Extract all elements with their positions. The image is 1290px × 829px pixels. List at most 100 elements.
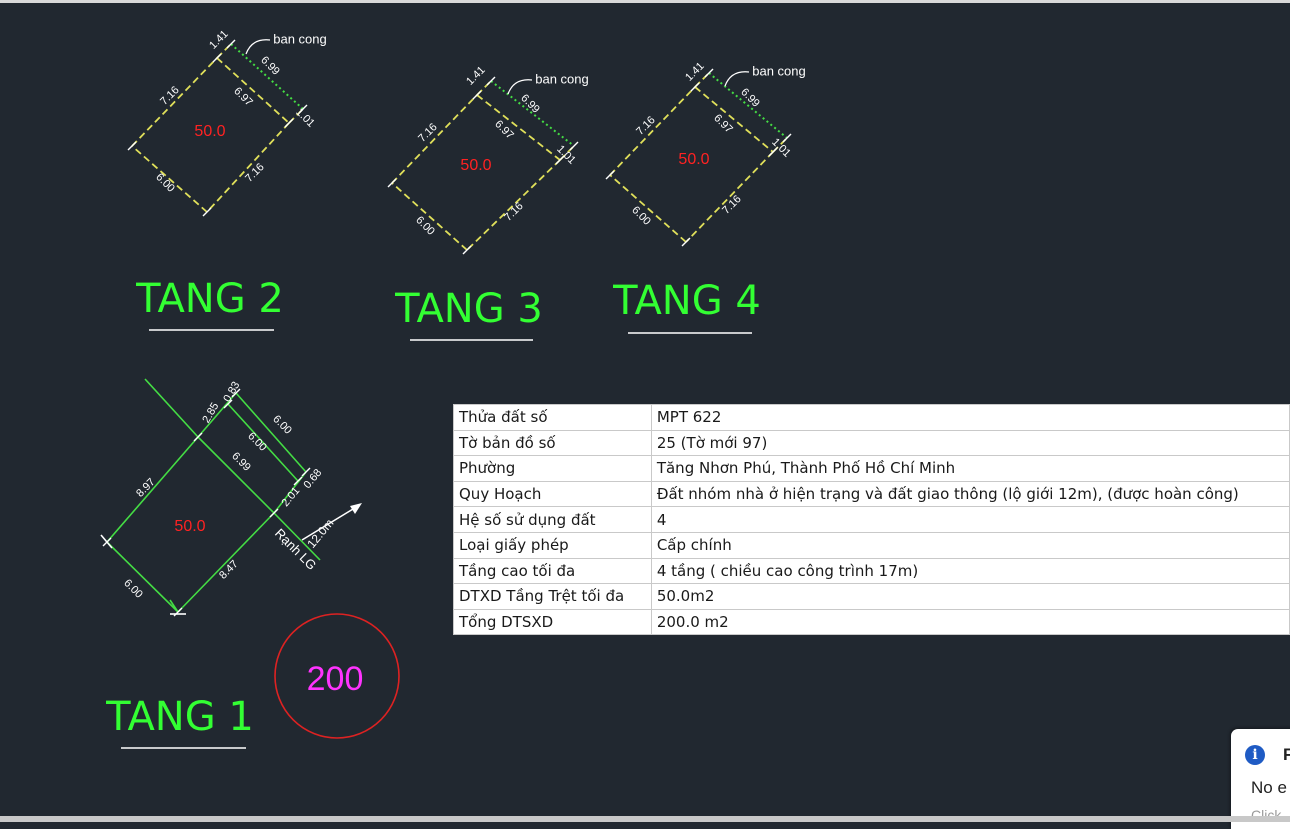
- floor-title: TANG 4: [612, 278, 761, 324]
- dimension-label: 7.16: [158, 84, 182, 108]
- balcony-leader: [245, 39, 271, 55]
- parcel-boundary: [216, 57, 290, 124]
- info-value: 50.0m2: [650, 583, 1290, 610]
- parcel-boundary: [609, 174, 687, 243]
- dimension-tick: [298, 104, 308, 114]
- parcel-boundary: [609, 86, 696, 176]
- info-key: Tổng DTSXD: [453, 608, 652, 636]
- dimension-tick: [486, 76, 496, 86]
- dimension-label: 0.83: [221, 380, 242, 405]
- dimension-label: 6.00: [245, 430, 269, 454]
- dimension-tick: [462, 245, 472, 255]
- dimension-label: 7.16: [416, 121, 440, 145]
- dimension-tick: [782, 133, 792, 143]
- dimension-label: 6.99: [518, 92, 542, 116]
- dimension-label: 7.16: [720, 193, 744, 217]
- dimension-label: 1.41: [683, 60, 707, 84]
- dimension-label: 2.01: [279, 485, 302, 509]
- dimension-tick: [569, 141, 579, 151]
- balcony-label: ban cong: [752, 63, 806, 78]
- dimension-label: 7.16: [243, 161, 267, 185]
- info-icon: i: [1245, 745, 1265, 765]
- window-top-border: [0, 0, 1290, 3]
- parcel-boundary: [391, 182, 468, 251]
- dimension-arrow: [100, 534, 113, 549]
- dimension-tick: [127, 141, 137, 151]
- setback-boundary: [227, 403, 299, 482]
- info-value: 200.0 m2: [650, 608, 1290, 636]
- dimension-label: 6.99: [229, 450, 253, 474]
- dimension-tick: [690, 82, 700, 92]
- setback-boundary: [197, 392, 237, 438]
- total-circle: [274, 613, 400, 739]
- dimension-label: 6.00: [413, 214, 437, 238]
- dimension-label: 6.97: [711, 112, 735, 136]
- dimension-label: 8.47: [217, 558, 241, 582]
- floor-title: TANG 1: [105, 694, 254, 740]
- parcel-boundary: [131, 57, 218, 147]
- info-key: Tầng cao tối đa: [453, 557, 652, 585]
- area-label: 50.0: [174, 518, 205, 535]
- dimension-label: 6.99: [738, 86, 762, 110]
- dimension-tick: [605, 170, 615, 180]
- dimension-tick: [704, 68, 714, 78]
- balcony-edge: [230, 43, 304, 110]
- dimension-label: 6.00: [629, 204, 653, 228]
- notification-title: F: [1283, 745, 1290, 764]
- parcel-boundary: [197, 436, 275, 514]
- dimension-tick: [472, 90, 482, 100]
- road-width-arrow: [301, 505, 359, 541]
- info-value: Đất nhóm nhà ở hiện trạng và đất giao th…: [650, 480, 1290, 508]
- balcony-leader: [507, 79, 533, 95]
- extension-line: [169, 599, 179, 613]
- parcel-boundary: [106, 541, 179, 613]
- info-key: Phường: [453, 455, 652, 482]
- parcel-boundary: [106, 436, 199, 543]
- dimension-tick: [193, 432, 203, 442]
- setback-boundary: [235, 392, 307, 473]
- notification-message: No e: [1251, 778, 1287, 797]
- parcel-boundary: [177, 512, 275, 613]
- road-width-label: 12.0m: [304, 516, 336, 551]
- area-label: 50.0: [194, 123, 225, 140]
- dimension-tick: [768, 147, 778, 157]
- dimension-tick: [284, 118, 294, 128]
- info-key: Tờ bản đồ số: [453, 429, 652, 457]
- info-key: Loại giấy phép: [453, 531, 652, 559]
- floor-title: TANG 3: [394, 286, 543, 332]
- dimension-tick: [293, 476, 303, 486]
- parcel-boundary: [206, 122, 290, 213]
- notification-popup[interactable]: i F No e Click: [1231, 729, 1290, 829]
- dimension-label: 1.01: [769, 136, 793, 160]
- dimension-tick: [223, 399, 233, 409]
- dimension-label: 6.99: [258, 54, 282, 78]
- dimension-tick: [555, 155, 565, 165]
- info-value: 25 (Tờ mới 97): [650, 429, 1290, 457]
- area-label: 50.0: [460, 157, 491, 174]
- area-label: 50.0: [678, 151, 709, 168]
- dimension-tick: [387, 178, 397, 188]
- arrow-head-icon: [350, 503, 362, 514]
- balcony-leader: [724, 71, 750, 87]
- info-key: Hệ số sử dụng đất: [453, 506, 652, 533]
- dimension-tick: [226, 39, 236, 49]
- parcel-boundary: [694, 86, 774, 153]
- info-value: 4: [650, 506, 1290, 533]
- dimension-label: 1.41: [464, 64, 488, 88]
- info-value: 4 tầng ( chiều cao công trình 17m): [650, 557, 1290, 585]
- balcony-label: ban cong: [273, 31, 327, 46]
- dimension-tick: [212, 53, 222, 63]
- floor-title: TANG 2: [135, 276, 284, 322]
- dimension-tick: [202, 207, 212, 217]
- dimension-label: 8.97: [134, 476, 158, 500]
